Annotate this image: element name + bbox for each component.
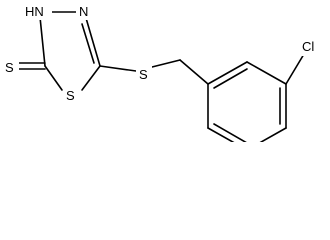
- atom-label-s-linker: S: [139, 67, 148, 82]
- bond-s-ch2: [151, 59, 181, 68]
- structure-canvas: HN N S S S Cl: [5, 4, 315, 142]
- bond-benzene-5-6: [207, 127, 235, 142]
- atom-label-s-ring: S: [66, 88, 75, 103]
- bond-benzene-4-5: [259, 127, 287, 142]
- bond-benzene-1-2: [207, 61, 248, 85]
- bond-ch2-ring: [179, 59, 209, 85]
- atom-label-n: N: [79, 4, 88, 19]
- chemical-structure-diagram: HN N S S S Cl: [5, 4, 315, 142]
- atom-label-cl: Cl: [302, 39, 314, 54]
- bond-c5-s-linker: [99, 65, 137, 72]
- bond-n4-c5-inner: [81, 23, 95, 64]
- bond-benzene-2-3: [246, 61, 287, 85]
- bond-c2-n3: [39, 16, 46, 67]
- bond-benzene-double-a: [213, 68, 248, 89]
- atom-label-s-thione: S: [5, 60, 14, 75]
- bond-c5-s1: [81, 65, 101, 91]
- bond-ring-cl: [285, 53, 305, 85]
- bond-n4-c5-outer: [85, 17, 101, 67]
- bond-benzene-double-c: [213, 123, 247, 142]
- atom-label-nh: HN: [25, 4, 44, 19]
- bond-s1-c2: [44, 65, 63, 91]
